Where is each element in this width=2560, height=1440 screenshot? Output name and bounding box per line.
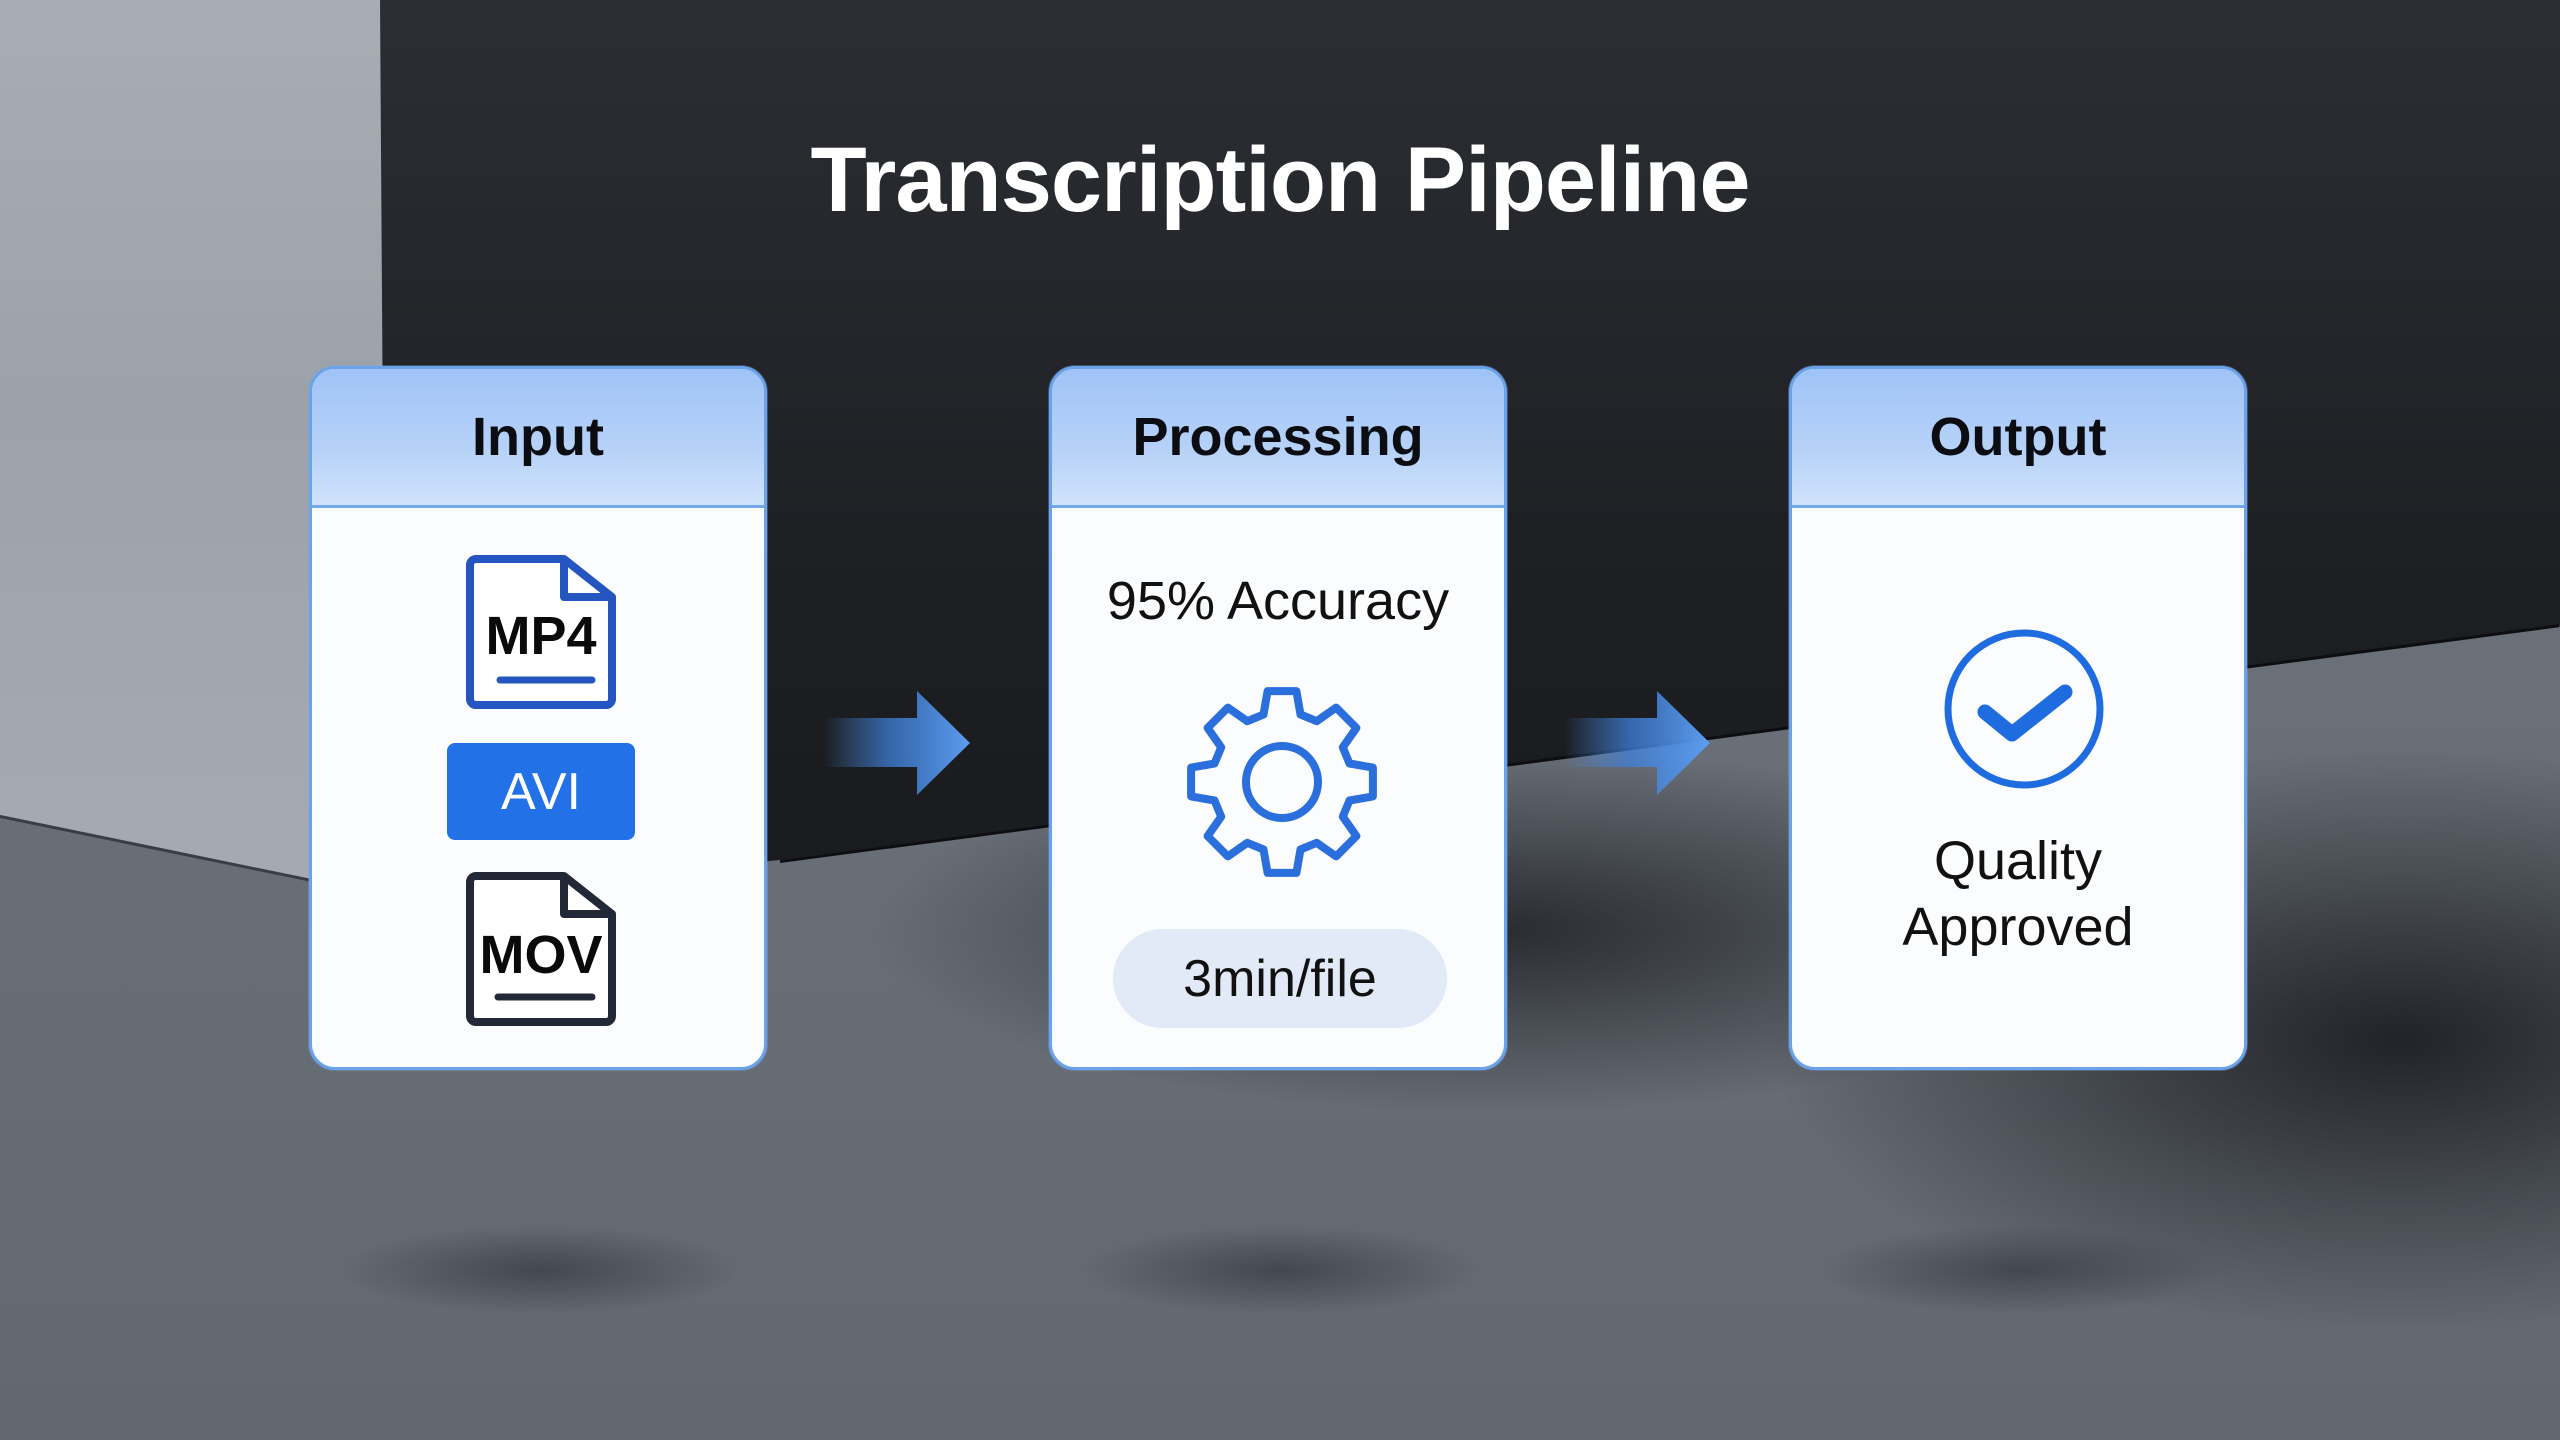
stage-card-output: Output Quality Approved [1789, 366, 2247, 1070]
card-header: Output [1792, 369, 2244, 508]
page-title-text: Transcription Pipeline [810, 129, 1750, 231]
card-shadow [1080, 1225, 1480, 1315]
accuracy-metric: 95% Accuracy [1106, 571, 1450, 631]
card-title: Processing [1132, 407, 1424, 467]
page-title: Transcription Pipeline [0, 128, 2560, 233]
card-shadow [1820, 1225, 2220, 1315]
check-circle-icon [1941, 626, 2107, 792]
card-shadow [340, 1225, 740, 1315]
arrow-right-icon [1564, 690, 1714, 800]
gear-icon [1184, 684, 1380, 880]
card-header: Input [312, 369, 764, 508]
mp4-file-icon: MP4 [464, 553, 618, 711]
file-format-label: MOV [479, 925, 603, 985]
quality-status: Quality Approved [1792, 828, 2244, 960]
mov-file-icon: MOV [464, 870, 618, 1028]
avi-format-badge: AVI [447, 743, 635, 840]
quality-status-line2: Approved [1902, 897, 2134, 957]
quality-status-line1: Quality [1933, 831, 2103, 891]
card-body: 95% Accuracy 3min/file [1052, 508, 1504, 1067]
card-title: Output [1929, 407, 2107, 467]
arrow-right-icon [824, 690, 974, 800]
card-title: Input [472, 407, 604, 467]
card-header: Processing [1052, 369, 1504, 508]
card-body: MP4 AVI MOV [312, 508, 764, 1067]
file-format-label: MP4 [485, 606, 597, 666]
stage-card-processing: Processing 95% Accuracy 3min/file [1049, 366, 1507, 1070]
processing-rate-pill: 3min/file [1113, 929, 1447, 1028]
card-body: Quality Approved [1792, 508, 2244, 1067]
stage-card-input: Input MP4 AVI MOV [309, 366, 767, 1070]
